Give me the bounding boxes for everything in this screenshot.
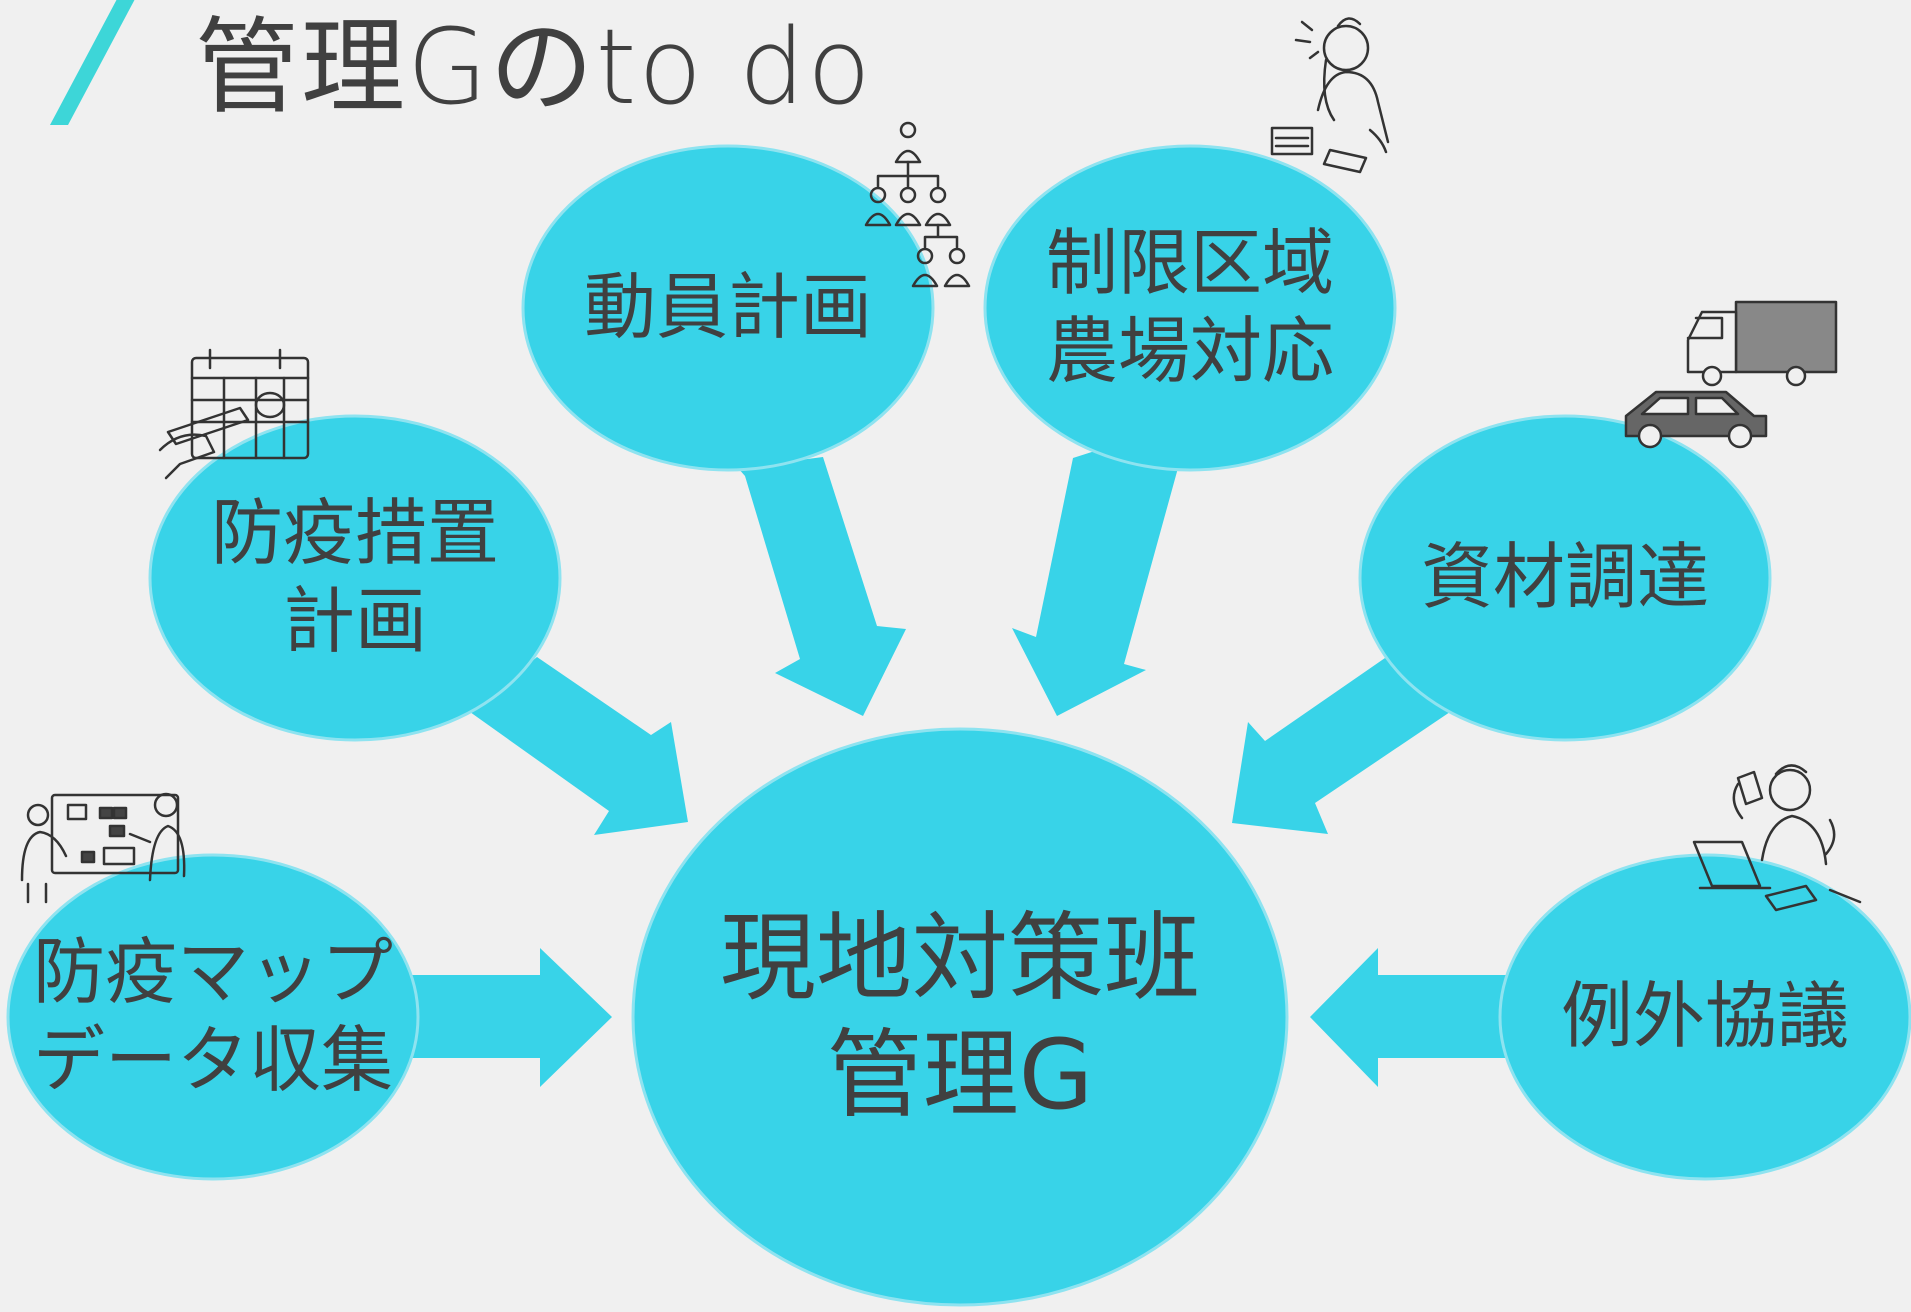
- quarantine-plan-node: 防疫措置 計画: [150, 416, 560, 740]
- mobilization-node-label: 動員計画: [583, 265, 872, 350]
- map-data-node: 防疫マップ データ収集: [8, 855, 418, 1179]
- materials-node: 資材調達: [1360, 416, 1770, 740]
- restricted-area-node-shape: [983, 144, 1397, 472]
- arrow-exception: [1310, 948, 1506, 1087]
- quarantine-plan-node-label-line2: 計画: [282, 579, 427, 663]
- mobilization-node: 動員計画: [523, 146, 933, 470]
- arrow-quarantine-plan: [470, 657, 688, 835]
- exception-node-shape: [1498, 853, 1911, 1181]
- exception-node-label: 例外協議: [1560, 974, 1849, 1059]
- center-node-label-line1: 現地対策班: [720, 901, 1200, 1014]
- arrow-map-data: [410, 948, 612, 1087]
- arrow-restricted-area: [1012, 450, 1178, 716]
- map-data-node-label-line2: データ収集: [32, 1018, 393, 1102]
- phone-call-person-icon: [1270, 17, 1390, 174]
- map-data-node-shape: [6, 853, 420, 1181]
- center-node: 現地対策班 管理G: [633, 729, 1287, 1305]
- page-title: 管理Gのto do: [195, 6, 873, 128]
- vehicles-icon: [1624, 300, 1838, 449]
- restricted-area-node-label-line2: 農場対応: [1045, 309, 1334, 393]
- quarantine-plan-node-label-line1: 防疫措置: [210, 491, 499, 576]
- quarantine-plan-node-shape: [148, 414, 562, 742]
- restricted-area-node-label-line1: 制限区域: [1045, 221, 1334, 306]
- materials-node-label: 資材調達: [1420, 535, 1709, 620]
- center-node-label-line2: 管理G: [826, 1019, 1094, 1131]
- restricted-area-node: 制限区域 農場対応: [985, 146, 1395, 470]
- org-chart-icon: [864, 121, 971, 288]
- calendar-icon: [158, 348, 310, 480]
- map-data-node-label-line1: 防疫マップ: [32, 930, 393, 1015]
- arrow-materials: [1232, 658, 1450, 834]
- whiteboard-meeting-icon: [20, 792, 186, 904]
- busy-worker-icon: [1692, 764, 1862, 912]
- exception-node: 例外協議: [1500, 855, 1910, 1179]
- mobilization-node-shape: [521, 144, 935, 472]
- materials-node-shape: [1358, 414, 1772, 742]
- center-node-shape: [631, 727, 1289, 1307]
- arrow-mobilization: [738, 457, 906, 716]
